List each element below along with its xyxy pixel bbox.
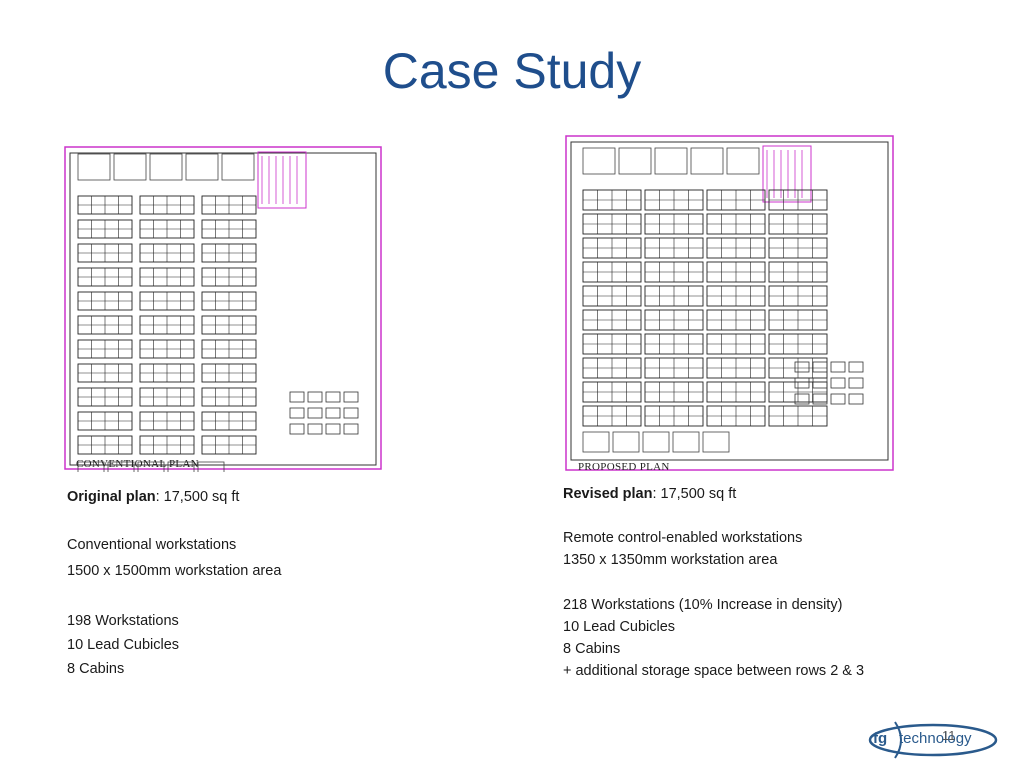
plan-cabin xyxy=(197,461,225,472)
plan-table xyxy=(848,393,864,405)
plan-room xyxy=(690,147,724,175)
plan-cabin xyxy=(107,461,135,472)
plan-table xyxy=(307,407,323,419)
original-workstation-type: Conventional workstations xyxy=(67,537,237,553)
plan-room xyxy=(113,153,147,181)
revised-plan-heading: Revised plan xyxy=(563,486,653,502)
plan-table xyxy=(830,361,846,373)
plan-room xyxy=(726,147,760,175)
plan-table xyxy=(794,393,810,405)
plan-core xyxy=(257,151,307,209)
plan-cabin xyxy=(702,431,730,453)
conventional-plan-drawing xyxy=(62,128,384,472)
plan-table xyxy=(794,361,810,373)
plan-room xyxy=(185,153,219,181)
plan-cabin xyxy=(167,461,195,472)
plan-room xyxy=(149,153,183,181)
plan-cabin xyxy=(672,431,700,453)
plan-table xyxy=(325,391,341,403)
plan-table xyxy=(848,377,864,389)
logo-ellipse-icon xyxy=(868,721,998,759)
revised-workstation-area: 1350 x 1350mm workstation area xyxy=(563,552,778,568)
plan-table xyxy=(812,377,828,389)
plan-cabin xyxy=(137,461,165,472)
slide-title: Case Study xyxy=(382,43,642,99)
plan-table xyxy=(289,407,305,419)
plan-table xyxy=(325,423,341,435)
plan-table xyxy=(343,391,359,403)
plan-room xyxy=(77,153,111,181)
original-lead-cubicles: 10 Lead Cubicles xyxy=(67,637,180,653)
revised-lead-cubicles: 10 Lead Cubicles xyxy=(563,619,676,635)
plan-table xyxy=(307,423,323,435)
plan-table xyxy=(325,407,341,419)
logo-text-fg: fg xyxy=(873,730,888,747)
plan-room xyxy=(654,147,688,175)
plan-table xyxy=(343,407,359,419)
plan-table xyxy=(289,391,305,403)
original-workstation-area: 1500 x 1500mm workstation area xyxy=(67,563,282,579)
plan-table xyxy=(812,393,828,405)
original-cabins: 8 Cabins xyxy=(67,661,125,677)
original-plan-heading-line: Original plan: 17,500 sq ft xyxy=(67,486,281,508)
proposed-plan-svg xyxy=(565,135,894,471)
plan-table xyxy=(289,423,305,435)
original-workstation-count: 198 Workstations xyxy=(67,613,179,629)
fg-technology-logo: fg technology xyxy=(867,718,999,762)
plan-room xyxy=(582,147,616,175)
revised-workstation-count: 218 Workstations (10% Increase in densit… xyxy=(563,597,843,613)
plan-room xyxy=(618,147,652,175)
plan-table xyxy=(307,391,323,403)
plan-cabin xyxy=(612,431,640,453)
revised-workstation-type: Remote control-enabled workstations xyxy=(563,530,803,546)
conventional-plan-svg xyxy=(64,146,382,472)
plan-table xyxy=(343,423,359,435)
proposed-plan-drawing xyxy=(563,124,896,472)
original-plan-area: : 17,500 sq ft xyxy=(155,489,240,505)
logo-text-technology: technology xyxy=(899,730,972,747)
plan-table xyxy=(830,377,846,389)
plan-table xyxy=(812,361,828,373)
plan-table xyxy=(830,393,846,405)
plan-cabin xyxy=(77,461,105,472)
plan-room xyxy=(221,153,255,181)
revised-cabins: 8 Cabins xyxy=(563,641,621,657)
conventional-plan-caption: CONVENTIONAL PLAN xyxy=(76,458,199,470)
plan-table xyxy=(794,377,810,389)
original-plan-heading: Original plan xyxy=(67,489,156,505)
plan-core xyxy=(762,145,812,203)
plan-cabin xyxy=(642,431,670,453)
revised-plan-heading-line: Revised plan: 17,500 sq ft xyxy=(563,483,864,505)
page-number: 11 xyxy=(942,728,956,743)
plan-cabin xyxy=(582,431,610,453)
revised-plan-area: : 17,500 sq ft xyxy=(652,486,737,502)
proposed-plan-caption: PROPOSED PLAN xyxy=(578,461,670,473)
plan-table xyxy=(848,361,864,373)
revised-storage-note: + additional storage space between rows … xyxy=(563,663,865,679)
original-plan-details: Original plan: 17,500 sq ft Conventional… xyxy=(67,486,281,680)
revised-plan-details: Revised plan: 17,500 sq ft Remote contro… xyxy=(563,483,864,682)
